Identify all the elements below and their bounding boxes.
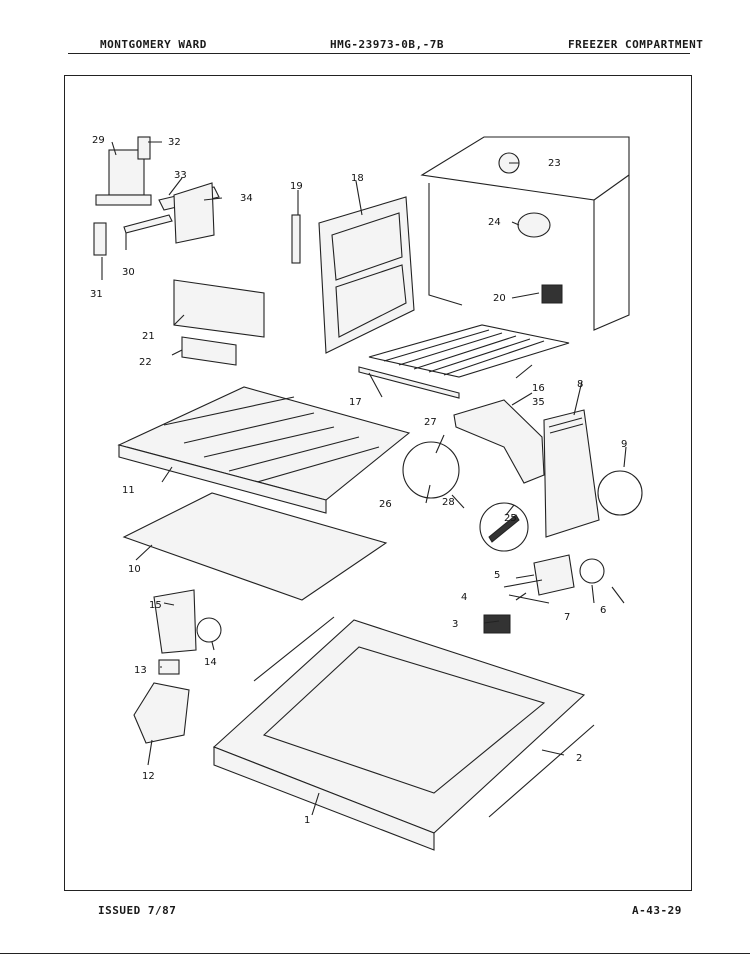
callout-16: 16 — [532, 383, 545, 394]
callout-26: 26 — [379, 499, 392, 510]
issued-date: ISSUED 7/87 — [98, 904, 177, 917]
callout-27: 27 — [424, 417, 437, 428]
callout-2: 2 — [576, 753, 582, 764]
freezer-cabinet — [420, 136, 630, 331]
callout-13: 13 — [134, 665, 147, 676]
callout-3: 3 — [452, 619, 458, 630]
callout-labels: 29 32 33 34 30 31 19 18 23 24 20 21 22 1… — [90, 135, 627, 826]
header-rule — [68, 53, 690, 54]
footer-rule — [0, 953, 750, 954]
floor-plate — [122, 492, 388, 601]
wire-shelf — [358, 324, 570, 399]
callout-18: 18 — [351, 173, 364, 184]
callout-22: 22 — [139, 357, 152, 368]
callout-30: 30 — [122, 267, 135, 278]
callout-31: 31 — [90, 289, 103, 300]
ice-server — [133, 589, 222, 744]
callout-17: 17 — [349, 397, 362, 408]
callout-20: 20 — [493, 293, 506, 304]
callout-19: 19 — [290, 181, 303, 192]
exploded-parts-diagram: 29 32 33 34 30 31 19 18 23 24 20 21 22 1… — [90, 135, 643, 851]
callout-21: 21 — [142, 331, 155, 342]
callout-12: 12 — [142, 771, 155, 782]
evaporator-cover — [543, 409, 643, 538]
callout-24: 24 — [488, 217, 501, 228]
callout-10: 10 — [128, 564, 141, 575]
air-duct — [402, 399, 545, 552]
fan-motor-assembly — [483, 554, 605, 634]
callout-14: 14 — [204, 657, 217, 668]
callout-32: 32 — [168, 137, 181, 148]
leader-lines — [101, 141, 627, 816]
callout-23: 23 — [548, 158, 561, 169]
section-title: FREEZER COMPARTMENT — [568, 38, 704, 51]
callout-5: 5 — [494, 570, 500, 581]
callout-15: 15 — [149, 600, 162, 611]
callout-4: 4 — [461, 592, 467, 603]
callout-6: 6 — [600, 605, 606, 616]
brand-label: MONTGOMERY WARD — [100, 38, 207, 51]
freezer-shelf — [117, 386, 411, 514]
callout-11: 11 — [122, 485, 135, 496]
diagram-frame — [64, 75, 692, 891]
callout-35: 35 — [532, 397, 545, 408]
callout-28: 28 — [442, 497, 455, 508]
thermostat-assembly — [93, 136, 220, 256]
page-code: A-43-29 — [632, 904, 682, 917]
callout-33: 33 — [174, 170, 187, 181]
callout-8: 8 — [577, 379, 583, 390]
callout-9: 9 — [621, 439, 627, 450]
liner-base — [212, 616, 595, 851]
light-cover — [173, 279, 265, 366]
callout-1: 1 — [304, 815, 310, 826]
model-number: HMG-23973-0B,-7B — [330, 38, 444, 51]
callout-29: 29 — [92, 135, 105, 146]
freezer-door — [291, 196, 415, 354]
callout-34: 34 — [240, 193, 253, 204]
callout-25: 25 — [504, 513, 517, 524]
callout-7: 7 — [564, 612, 570, 623]
